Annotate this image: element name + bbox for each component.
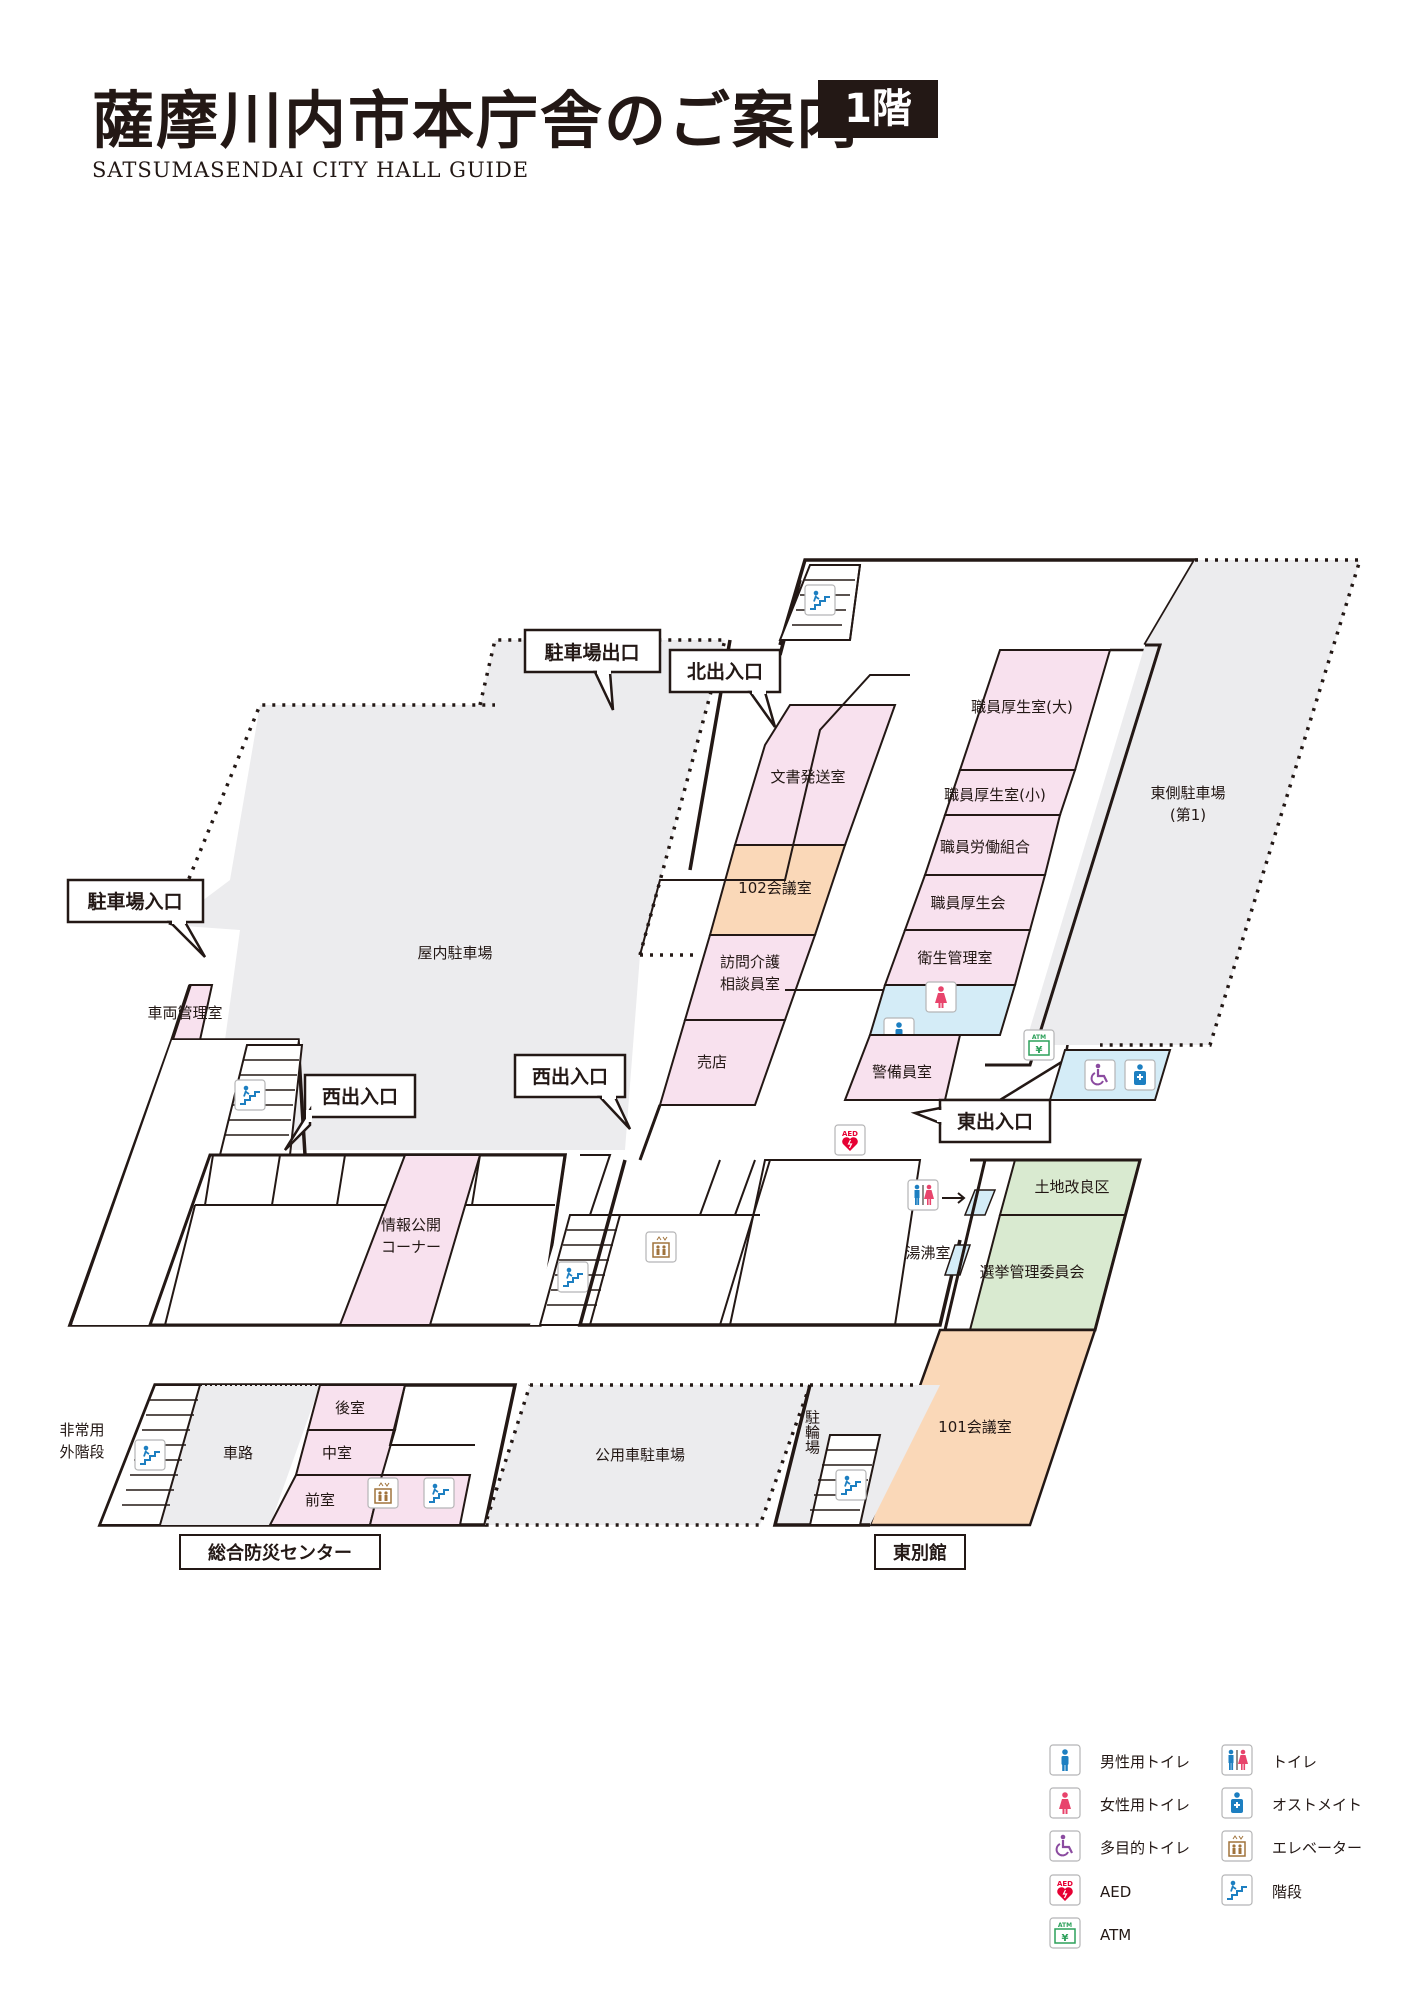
shop <box>658 1019 787 1106</box>
elevator-icon <box>1221 1830 1253 1862</box>
front-room-label: 前室 <box>305 1491 335 1509</box>
rear-room-label: 後室 <box>335 1399 365 1417</box>
legend-item-atm: ATM <box>1049 1917 1131 1949</box>
election-committee-label: 選挙管理委員会 <box>979 1263 1084 1281</box>
callout-parking-exit: 駐車場出口 <box>523 628 662 711</box>
page-title: 薩摩川内市本庁舎のご案内 <box>92 84 861 157</box>
west-entrance-2-label: 西出入口 <box>532 1065 608 1088</box>
toilet-icon <box>907 1179 939 1211</box>
aed-icon <box>1049 1874 1081 1906</box>
aed-icon <box>834 1124 866 1156</box>
legend-item-male-toilet: 男性用トイレ <box>1049 1744 1190 1776</box>
emergency-stairs-label-2: 外階段 <box>59 1443 104 1461</box>
legend-item-ostomate: オストメイト <box>1221 1787 1362 1819</box>
elevator-icon <box>367 1477 399 1509</box>
parking-entrance-label: 駐車場入口 <box>87 890 182 913</box>
legend: 男性用トイレ トイレ 女性用トイレ オストメイト 多目的トイレ エレベーター A… <box>1048 1744 1362 1949</box>
female-toilet-icon <box>1049 1787 1081 1819</box>
atm-icon <box>1023 1029 1055 1061</box>
callout-west-entrance-2: 西出入口 <box>513 1053 632 1130</box>
east-parking-label-2: (第1) <box>1170 806 1206 824</box>
legend-label: ATM <box>1100 1926 1131 1944</box>
staff-welfare-assoc-label: 職員厚生会 <box>930 894 1005 912</box>
callout-west-entrance-1: 西出入口 <box>283 1073 417 1151</box>
shop-label: 売店 <box>697 1053 727 1071</box>
info-corner-label-1: 情報公開 <box>381 1216 441 1234</box>
legend-label: AED <box>1100 1883 1131 1901</box>
legend-item-toilet: トイレ <box>1221 1744 1317 1776</box>
stairs-icon <box>134 1439 166 1471</box>
info-corner <box>338 1154 482 1326</box>
legend-label: 多目的トイレ <box>1100 1839 1190 1857</box>
staff-welfare-small-label: 職員厚生室(小) <box>944 786 1046 804</box>
parking-exit-label: 駐車場出口 <box>544 641 639 664</box>
vehicle-office-label: 車両管理室 <box>147 1004 222 1022</box>
east-parking-label-1: 東側駐車場 <box>1150 784 1225 802</box>
indoor-parking-label: 屋内駐車場 <box>417 944 492 962</box>
male-toilet-icon <box>1049 1744 1081 1776</box>
staff-union-label: 職員労働組合 <box>940 838 1030 856</box>
callout-disaster-center: 総合防災センター <box>179 1534 381 1570</box>
care-consult-label-1: 訪問介護 <box>720 953 780 971</box>
kettle-room-label: 湯沸室 <box>905 1244 950 1262</box>
legend-label: トイレ <box>1272 1753 1317 1771</box>
callout-east-entrance: 東出入口 <box>910 1098 1052 1144</box>
info-corner-label-2: コーナー <box>381 1238 441 1256</box>
ostomate-icon <box>1221 1787 1253 1819</box>
land-improvement-label: 土地改良区 <box>1034 1178 1109 1196</box>
female-toilet-icon <box>925 981 957 1013</box>
legend-item-aed: AED <box>1049 1874 1131 1906</box>
north-stairs-wing <box>805 560 1195 640</box>
stairs-icon <box>804 584 836 616</box>
stairs-icon <box>557 1261 589 1293</box>
legend-item-elevator: エレベーター <box>1221 1830 1362 1862</box>
east-entrance-label: 東出入口 <box>957 1110 1033 1133</box>
legend-label: 階段 <box>1272 1883 1302 1901</box>
north-entrance-label: 北出入口 <box>687 660 763 683</box>
west-entrance-1-label: 西出入口 <box>322 1085 398 1108</box>
official-parking-area <box>485 1385 810 1525</box>
east-annex-label: 東別館 <box>893 1542 947 1564</box>
roadway-label: 車路 <box>223 1444 253 1462</box>
emergency-stairs-label-1: 非常用 <box>59 1421 104 1439</box>
legend-item-stairs: 階段 <box>1221 1874 1302 1906</box>
legend-label: 女性用トイレ <box>1100 1796 1190 1814</box>
guard-room-label: 警備員室 <box>872 1063 932 1081</box>
official-parking-label: 公用車駐車場 <box>595 1446 685 1464</box>
toilet-small-room <box>963 1189 997 1216</box>
stairs-icon <box>835 1469 867 1501</box>
stairs-icon <box>423 1477 455 1509</box>
legend-item-female-toilet: 女性用トイレ <box>1049 1787 1190 1819</box>
page-subtitle: SATSUMASENDAI CITY HALL GUIDE <box>92 158 530 182</box>
legend-label: エレベーター <box>1272 1839 1362 1857</box>
disaster-center-label: 総合防災センター <box>208 1542 352 1564</box>
floor-badge: 1階 <box>818 80 938 138</box>
legend-label: オストメイト <box>1272 1796 1362 1814</box>
care-consult-label-2: 相談員室 <box>720 975 780 993</box>
meeting-102-label: 102会議室 <box>738 879 812 897</box>
atm-icon <box>1049 1917 1081 1949</box>
callout-east-annex: 東別館 <box>874 1534 966 1570</box>
ostomate-icon <box>1124 1059 1156 1091</box>
bicycle-parking-char-1: 駐輪場 <box>803 1410 821 1455</box>
document-room-label: 文書発送室 <box>770 768 845 786</box>
callout-north-entrance: 北出入口 <box>668 648 782 728</box>
middle-room-label: 中室 <box>322 1444 352 1462</box>
legend-item-accessible-toilet: 多目的トイレ <box>1048 1829 1190 1863</box>
hygiene-room-label: 衛生管理室 <box>917 949 992 967</box>
stairs-icon <box>1221 1874 1253 1906</box>
accessible-toilet-icon <box>1048 1829 1082 1863</box>
meeting-101-label: 101会議室 <box>938 1418 1012 1436</box>
legend-label: 男性用トイレ <box>1100 1753 1190 1771</box>
accessible-toilet-icon <box>1083 1058 1117 1092</box>
elevator-icon <box>645 1231 677 1263</box>
staff-welfare-large-label: 職員厚生室(大) <box>971 698 1073 716</box>
stairs-icon <box>234 1079 266 1111</box>
toilet-icon <box>1221 1744 1253 1776</box>
east-parking-area <box>1025 560 1360 1045</box>
indoor-parking-area <box>170 640 725 1150</box>
callout-parking-entrance: 駐車場入口 <box>66 878 207 958</box>
